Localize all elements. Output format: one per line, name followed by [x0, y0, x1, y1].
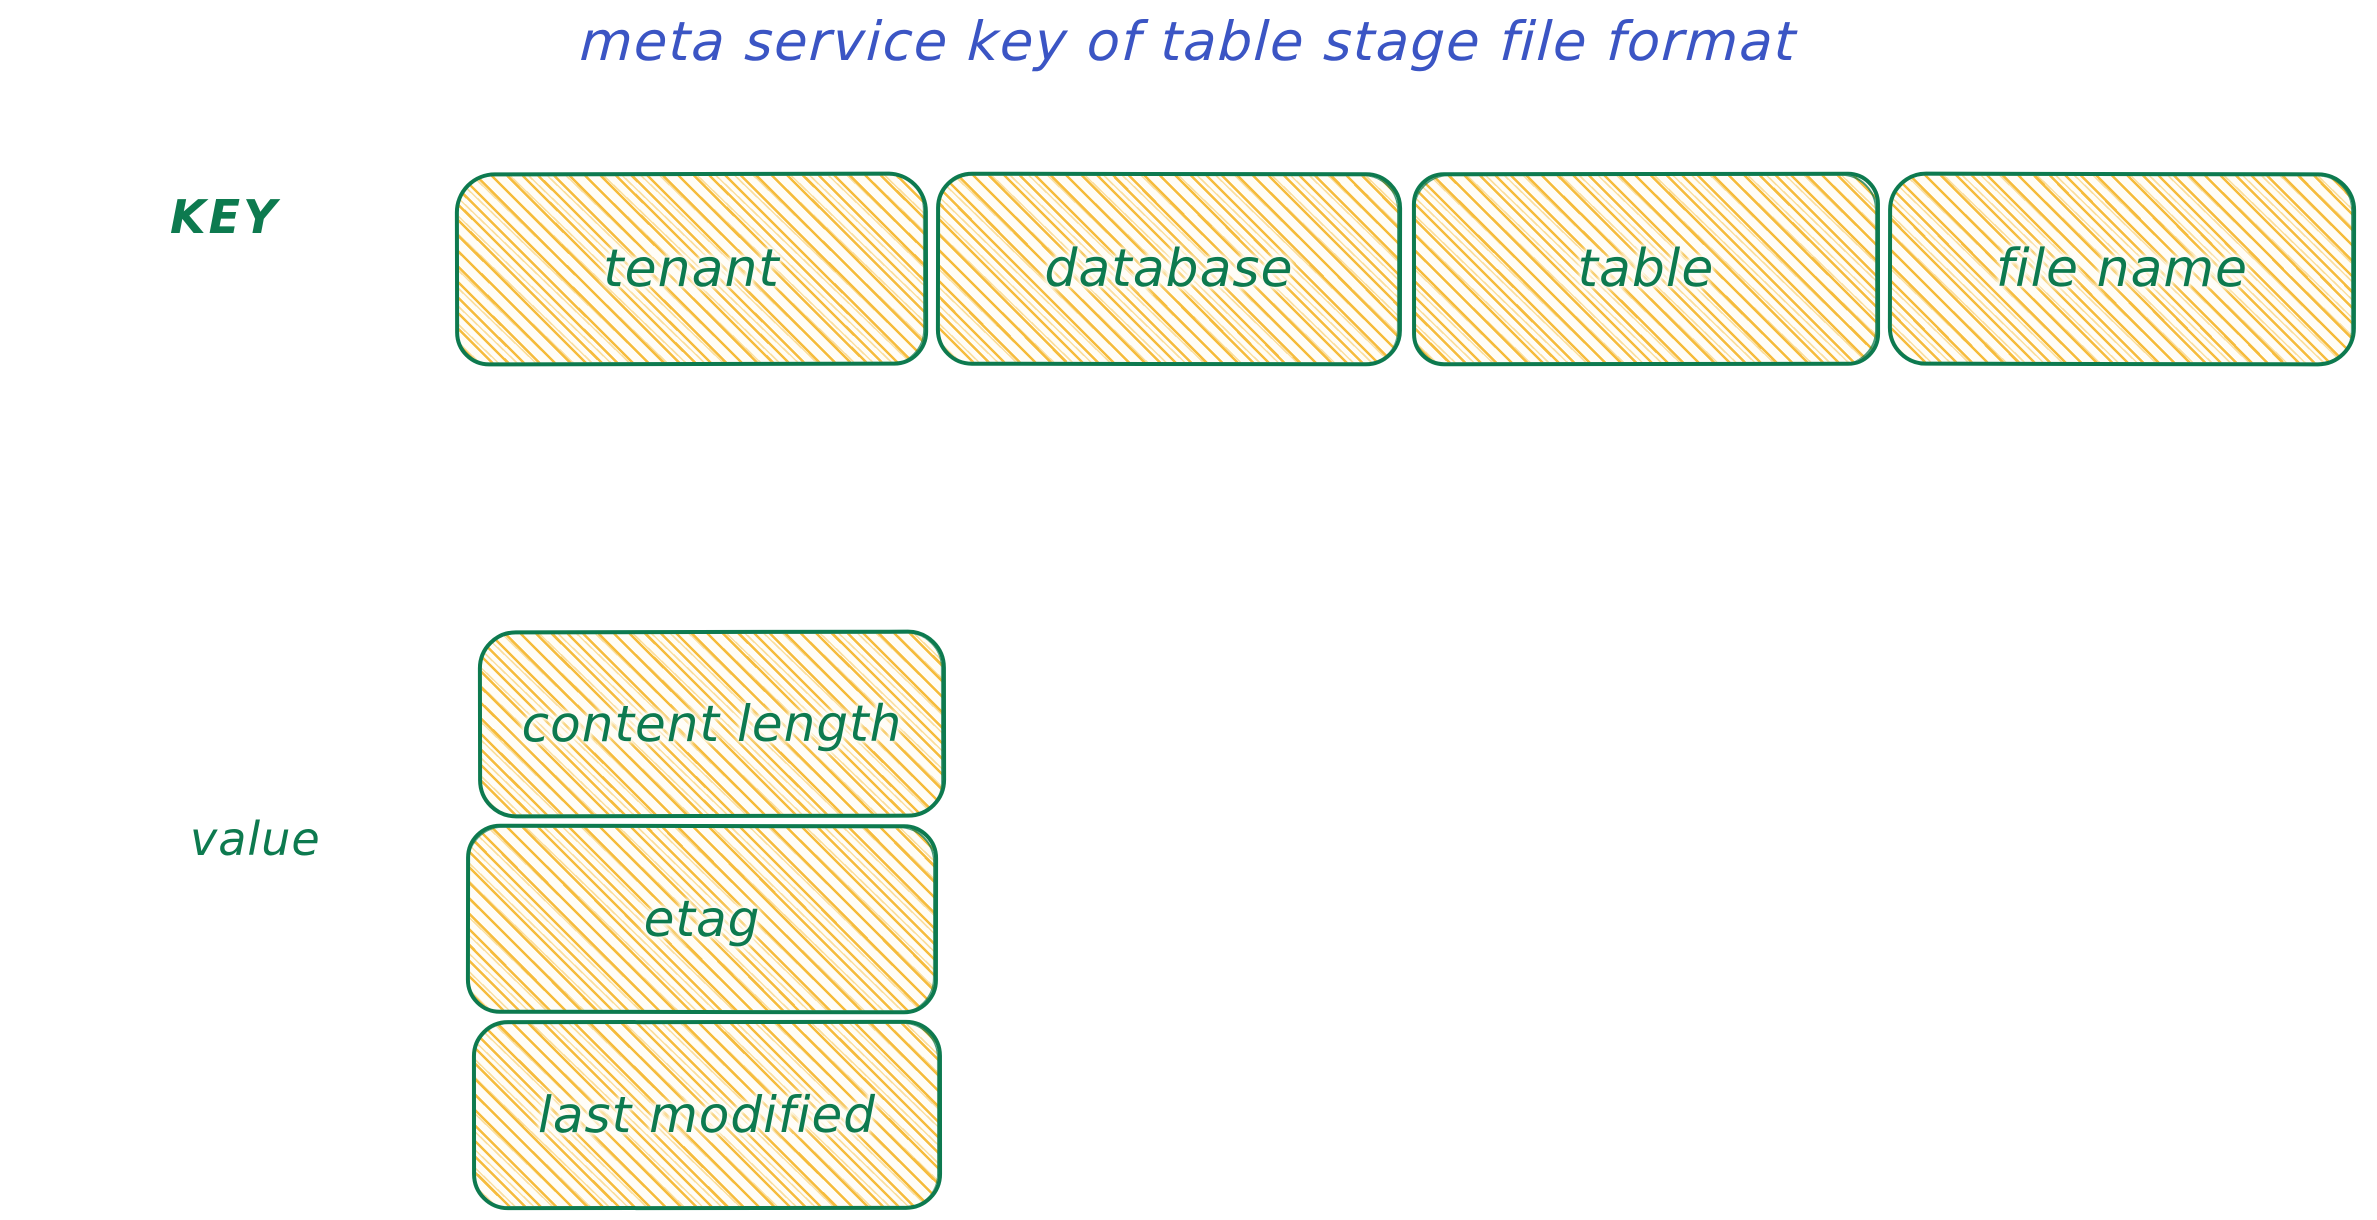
value-box-etag[interactable]: etag	[465, 823, 939, 1015]
key-box-tenant[interactable]: tenant	[454, 171, 929, 367]
value-box-last-modified[interactable]: last modified	[471, 1019, 943, 1211]
key-box-file-name[interactable]: file name	[1887, 171, 2357, 367]
value-box-last-modified-label: last modified	[537, 1085, 877, 1145]
key-box-tenant-label: tenant	[603, 238, 780, 300]
page-title: meta service key of table stage file for…	[578, 10, 1799, 73]
key-box-database[interactable]: database	[935, 171, 1403, 367]
value-box-content-length[interactable]: content length	[477, 629, 947, 819]
value-row-label: value	[190, 812, 321, 866]
key-box-file-name-label: file name	[1995, 238, 2249, 300]
key-row-label: KEY	[170, 190, 280, 244]
value-box-content-length-label: content length	[521, 694, 903, 754]
key-box-database-label: database	[1044, 238, 1294, 300]
value-box-etag-label: etag	[643, 889, 761, 949]
key-box-table-label: table	[1577, 238, 1715, 300]
key-box-table[interactable]: table	[1411, 171, 1881, 367]
